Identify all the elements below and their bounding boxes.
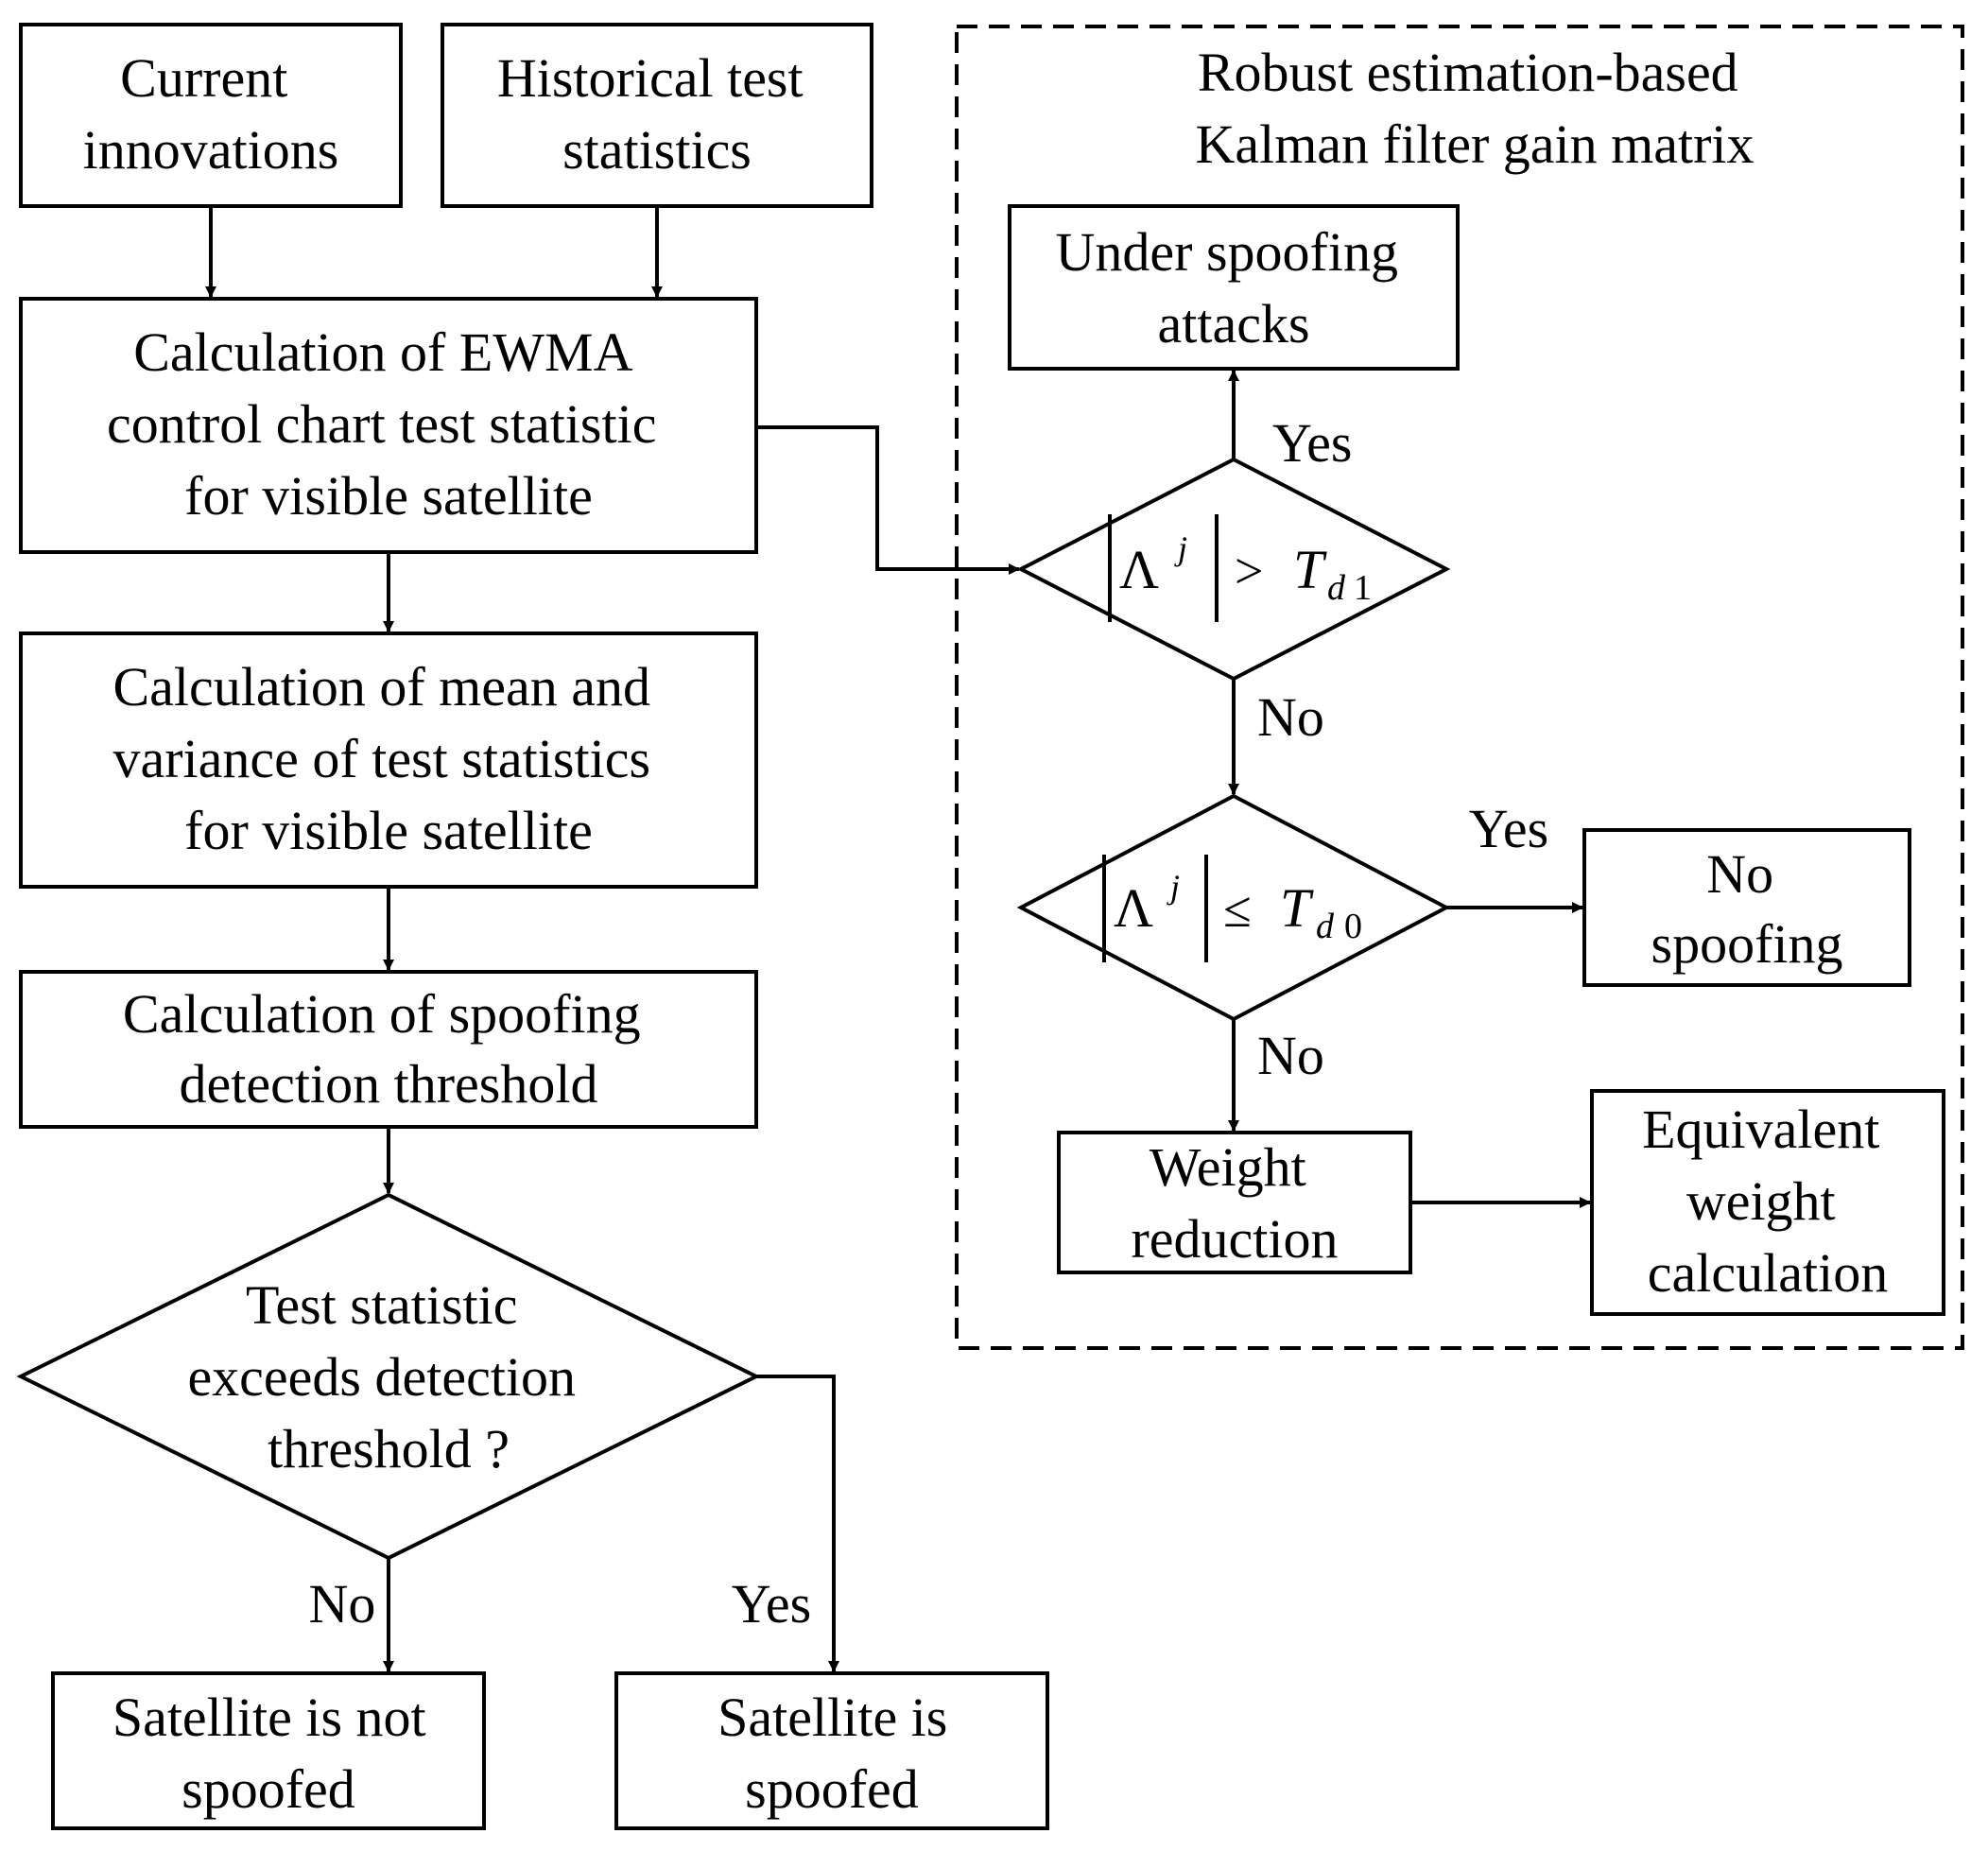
svg-text:>: > [1235,543,1263,599]
arrow-ewma-to-upper-condition [756,425,1020,575]
svg-text:Calculation of EWMA cont: Calculation of EWMA control chart test s… [107,321,670,527]
svg-text:Weight reduction: Weight reduction [1131,1136,1338,1270]
satellite-spoofed-box: Satellite is spoofed [614,1671,1049,1830]
svg-text:Satellite is spoofed: Satellite is spoofed [717,1687,961,1820]
svg-text:0: 0 [1344,907,1362,946]
label-test-no: No [309,1573,376,1635]
label-lower-no: No [1257,1025,1324,1086]
under-spoofing-attacks-box: Under spoofing attacks [1008,204,1460,371]
lower-condition-diamond: Λ j ≤ T d 0 [1016,793,1451,1022]
ewma-calculation-box: Calculation of EWMA control chart test s… [19,297,758,554]
weight-reduction-box: Weight reduction [1057,1131,1412,1274]
historical-statistics-box: Historical test statistics [441,23,873,208]
svg-text:d: d [1316,907,1335,946]
svg-text:Current innovations: Current innovations [83,47,339,181]
mean-variance-box: Calculation of mean and variance of test… [19,631,758,889]
svg-text:j: j [1174,529,1187,567]
label-lower-yes: Yes [1469,798,1548,859]
svg-text:Equivalent weight: Equivalent weight calculation [1642,1098,1893,1304]
connectors [205,206,1591,1672]
arrow-decision-yes [756,1375,839,1672]
svg-text:Calculation of mean and: Calculation of mean and variance of test… [112,656,664,861]
svg-text:d: d [1327,568,1346,608]
threshold-calculation-box: Calculation of spoofing detection thresh… [19,970,758,1129]
svg-text:Calculation of spoofing: Calculation of spoofing detection thresh… [123,983,654,1115]
svg-text:1: 1 [1354,568,1372,608]
upper-condition-diamond: Λ j > T d 1 [1016,457,1451,682]
equivalent-weight-box: Equivalent weight calculation [1590,1089,1945,1316]
svg-text:≤: ≤ [1223,881,1252,938]
svg-text:Λ: Λ [1114,877,1153,939]
satellite-not-spoofed-box: Satellite is not spoofed [51,1671,486,1830]
svg-text:Λ: Λ [1119,539,1159,600]
label-upper-yes: Yes [1272,412,1352,474]
label-test-yes: Yes [732,1573,811,1635]
svg-text:Test statistic exceeds d: Test statistic exceeds detection thresho… [187,1274,589,1479]
svg-text:No spoofing: No spoofing [1651,843,1843,975]
no-spoofing-box: No spoofing [1582,828,1911,987]
current-innovations-box: Current innovations [19,23,403,208]
test-decision-diamond: Test statistic exceeds detection thresho… [16,1192,761,1561]
svg-text:Under spoofing attacks: Under spoofing attacks [1056,221,1412,355]
svg-text:Satellite is not spoofed: Satellite is not spoofed [112,1687,440,1820]
robust-estimation-title: Robust estimation-based Kalman filter ga… [1195,42,1754,175]
svg-text:T: T [1280,877,1314,939]
label-upper-no: No [1257,686,1324,748]
svg-text:j: j [1167,868,1180,906]
svg-text:T: T [1293,539,1327,600]
svg-text:Historical test statist: Historical test statistics [497,47,817,181]
robust-estimation-region [955,25,1964,1350]
